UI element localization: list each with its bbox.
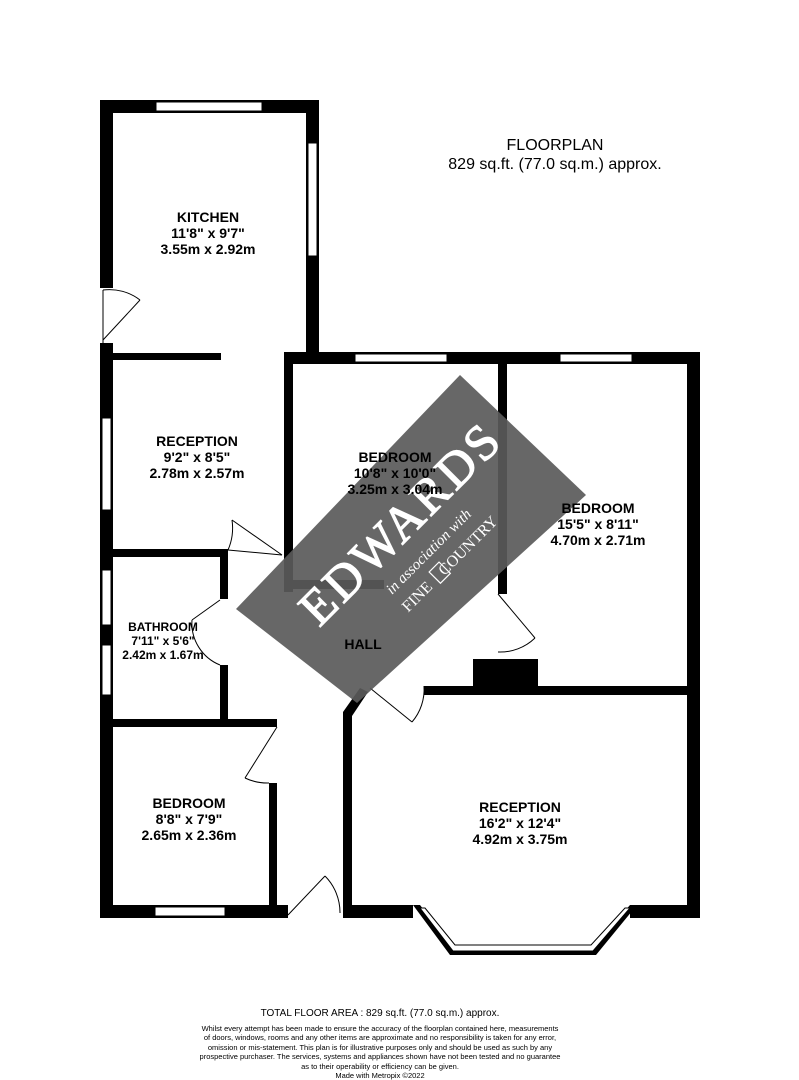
room-label-bedroom-middle: BEDROOM 10'8" x 10'0" 3.25m x 3.04m xyxy=(320,449,470,497)
room-name: RECEPTION xyxy=(156,433,238,449)
disclaimer-line: of doors, windows, rooms and any other i… xyxy=(203,1033,557,1043)
floorplan-title: FLOORPLAN xyxy=(506,137,604,154)
windows xyxy=(101,101,633,952)
room-size-imperial: 7'11" x 5'6" xyxy=(131,634,195,648)
total-floor-area: TOTAL FLOOR AREA : 829 sq.ft. (77.0 sq.m… xyxy=(260,1008,500,1019)
disclaimer-line: Whilst every attempt has been made to en… xyxy=(201,1024,559,1033)
room-name: BEDROOM xyxy=(358,449,432,465)
metropix-credit: Made with Metropix ©2022 xyxy=(335,1071,425,1080)
room-label-hall: HALL xyxy=(333,636,393,652)
room-size-imperial: 16'2" x 12'4" xyxy=(478,815,562,831)
disclaimer-line: as to their operability or efficiency ca… xyxy=(301,1061,459,1071)
room-label-reception-main: RECEPTION 16'2" x 12'4" 4.92m x 3.75m xyxy=(445,799,595,847)
room-size-imperial: 10'8" x 10'0" xyxy=(353,465,437,481)
room-size-metric: 2.42m x 1.67m xyxy=(122,648,204,662)
room-size-metric: 4.70m x 2.71m xyxy=(550,532,646,548)
room-label-bedroom-right: BEDROOM 15'5" x 8'11" 4.70m x 2.71m xyxy=(523,500,673,548)
room-size-imperial: 8'8" x 7'9" xyxy=(155,811,223,827)
room-name: BEDROOM xyxy=(152,795,226,811)
room-name: RECEPTION xyxy=(479,799,561,815)
room-size-metric: 3.55m x 2.92m xyxy=(160,241,256,257)
room-name: BEDROOM xyxy=(561,500,635,516)
disclaimer-line: prospective purchaser. The services, sys… xyxy=(199,1052,561,1062)
disclaimer: Whilst every attempt has been made to en… xyxy=(120,1024,640,1071)
room-size-metric: 3.25m x 3.04m xyxy=(347,481,443,497)
room-label-reception-left: RECEPTION 9'2" x 8'5" 2.78m x 2.57m xyxy=(122,433,272,481)
room-size-imperial: 9'2" x 8'5" xyxy=(163,449,231,465)
room-size-metric: 2.65m x 2.36m xyxy=(141,827,237,843)
room-name: HALL xyxy=(344,636,382,652)
room-size-metric: 2.78m x 2.57m xyxy=(149,465,245,481)
room-label-kitchen: KITCHEN 11'8" x 9'7" 3.55m x 2.92m xyxy=(133,209,283,257)
room-size-metric: 4.92m x 3.75m xyxy=(472,831,568,847)
disclaimer-line: omission or mis-statement. This plan is … xyxy=(207,1042,553,1052)
watermark-band xyxy=(236,375,586,703)
room-label-bathroom: BATHROOM 7'11" x 5'6" 2.42m x 1.67m xyxy=(105,620,221,662)
room-label-bedroom-front: BEDROOM 8'8" x 7'9" 2.65m x 2.36m xyxy=(114,795,264,843)
floorplan-area: 829 sq.ft. (77.0 sq.m.) approx. xyxy=(448,156,662,173)
floorplan-header: FLOORPLAN 829 sq.ft. (77.0 sq.m.) approx… xyxy=(420,136,690,174)
room-size-imperial: 15'5" x 8'11" xyxy=(557,516,639,532)
room-name: BATHROOM xyxy=(128,620,198,634)
room-name: KITCHEN xyxy=(176,209,240,225)
doors xyxy=(102,289,536,916)
watermark-emblem xyxy=(428,561,452,585)
room-size-imperial: 11'8" x 9'7" xyxy=(171,225,245,241)
